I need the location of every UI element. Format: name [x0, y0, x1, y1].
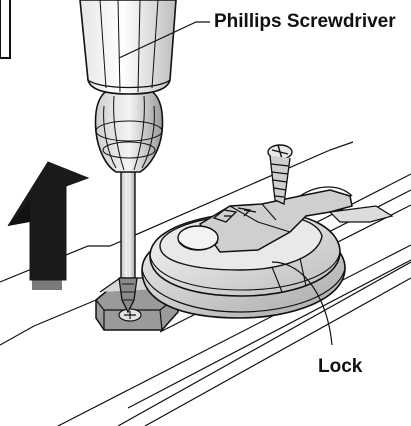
cam-dome: [177, 225, 219, 251]
wood-screw-icon: [267, 144, 293, 205]
lock-label: Lock: [318, 356, 363, 377]
up-arrow-icon: [7, 161, 90, 290]
screwdriver-label: Phillips Screwdriver: [214, 11, 396, 32]
lock-leader-line: [271, 261, 333, 346]
phillips-screwdriver: [79, 0, 177, 314]
sash-lock: [141, 186, 394, 319]
screwdriver-leader-line: [118, 21, 210, 59]
lock-direction-icon: [212, 207, 257, 223]
corner-box-fragment: [0, 0, 11, 59]
